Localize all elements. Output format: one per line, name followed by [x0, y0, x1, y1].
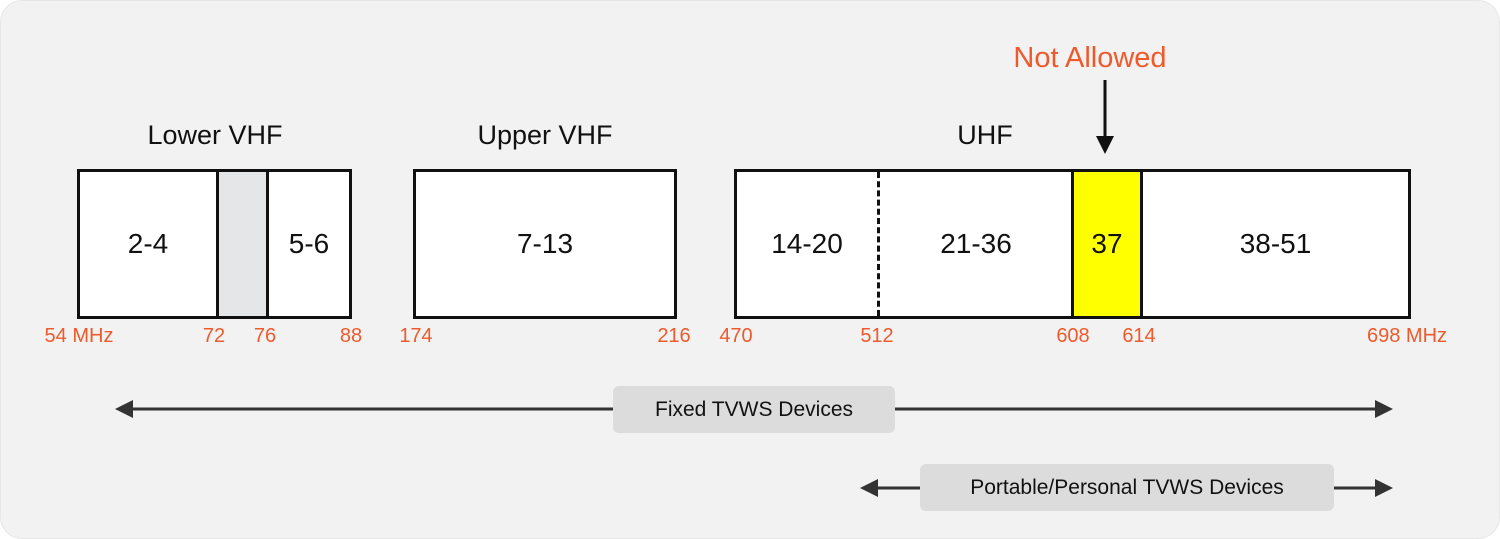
uhf-box: 14-20 21-36 37 38-51: [734, 169, 1411, 319]
freq-72-label: 72: [202, 325, 226, 347]
uhf-title: UHF: [957, 120, 1013, 150]
channel-38-51-label: 38-51: [1239, 228, 1312, 259]
guard-band-72-76: [216, 172, 269, 316]
channel-2-4-segment: 2-4: [80, 172, 216, 316]
freq-88-label: 88: [339, 325, 363, 347]
channel-14-20-label: 14-20: [771, 228, 843, 259]
channel-21-36-label: 21-36: [940, 228, 1012, 259]
lower-vhf-box: 2-4 5-6: [77, 169, 352, 319]
freq-698-label: 698 MHz: [1366, 325, 1448, 347]
not-allowed-arrow: [1096, 80, 1114, 154]
channel-37-label: 37: [1091, 228, 1123, 259]
channel-7-13-segment: 7-13: [416, 172, 674, 316]
lower-vhf-title: Lower VHF: [147, 120, 283, 150]
freq-76-label: 76: [253, 325, 277, 347]
channel-5-6-label: 5-6: [288, 228, 330, 259]
not-allowed-label: Not Allowed: [1013, 42, 1167, 74]
dashed-divider-512: [877, 172, 880, 316]
upper-vhf-box: 7-13: [413, 169, 677, 319]
channel-37-segment: 37: [1071, 172, 1143, 316]
freq-608-label: 608: [1056, 325, 1090, 347]
freq-470-label: 470: [719, 325, 753, 347]
channel-21-36-segment: 21-36: [880, 172, 1072, 316]
portable-devices-label: Portable/Personal TVWS Devices: [920, 464, 1334, 511]
channel-7-13-label: 7-13: [516, 228, 574, 259]
freq-174-label: 174: [399, 325, 433, 347]
freq-512-label: 512: [860, 325, 894, 347]
fixed-devices-label: Fixed TVWS Devices: [613, 386, 895, 433]
channel-38-51-segment: 38-51: [1143, 172, 1408, 316]
upper-vhf-title: Upper VHF: [477, 120, 613, 150]
freq-54-label: 54 MHz: [44, 325, 114, 347]
freq-216-label: 216: [657, 325, 691, 347]
channel-2-4-label: 2-4: [127, 228, 169, 259]
channel-14-20-segment: 14-20: [737, 172, 877, 316]
freq-614-label: 614: [1122, 325, 1156, 347]
channel-5-6-segment: 5-6: [269, 172, 349, 316]
